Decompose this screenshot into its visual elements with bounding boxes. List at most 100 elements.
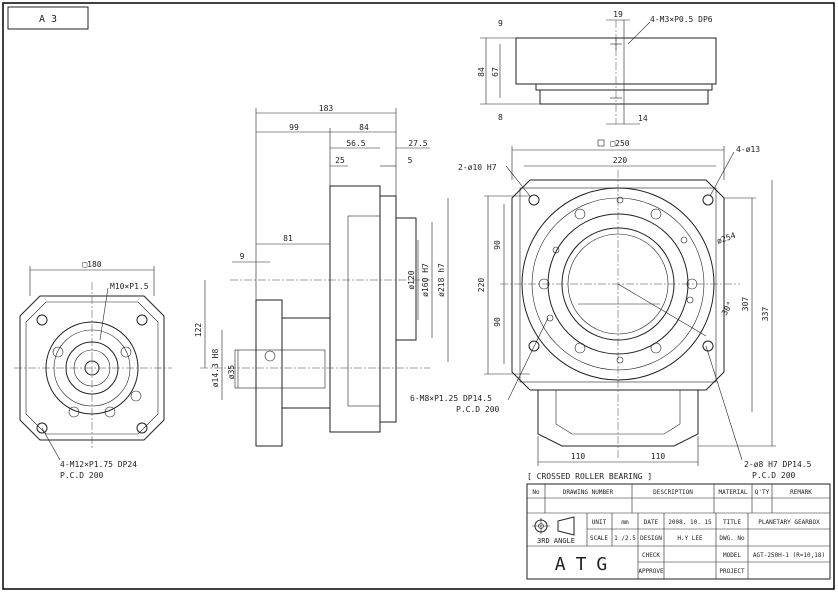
tb-unit-label: UNIT xyxy=(592,519,607,526)
plan-dim-110a: 110 xyxy=(571,452,586,461)
tb-design-label: DESIGN xyxy=(640,535,662,542)
side-dia-160: ø160 H7 xyxy=(421,263,430,297)
front-hole-tr xyxy=(136,314,148,326)
front-hole-tl xyxy=(36,314,48,326)
th-qty: Q'TY xyxy=(755,489,770,496)
top-dim-8: 8 xyxy=(498,113,503,122)
tb-unit-value: mm xyxy=(621,519,629,526)
tb-logo: ATG xyxy=(555,554,618,575)
side-dim-27-5: 27.5 xyxy=(408,139,427,148)
side-view: 183 99 84 56.5 27.5 25 5 81 9 122 ø35 ø1… xyxy=(194,104,449,447)
side-dim-122: 122 xyxy=(194,323,203,338)
tb-dwg-label: DWG. No xyxy=(719,535,745,542)
tb-scale-value: 1 /2.5 xyxy=(614,535,636,542)
tb-project-label: PROJECT xyxy=(719,568,745,575)
side-output-ring xyxy=(379,195,397,423)
side-flange xyxy=(255,299,283,447)
th-material: MATERIAL xyxy=(719,489,748,496)
side-housing xyxy=(329,185,381,433)
plan-tap-2 xyxy=(650,208,662,220)
angle-cone-icon xyxy=(557,516,575,536)
plan-dim-110b: 110 xyxy=(651,452,666,461)
top-dim-67: 67 xyxy=(491,67,500,77)
top-dim-9: 9 xyxy=(498,19,503,28)
side-body xyxy=(281,317,331,409)
side-dia-14-3: ø14.3 H8 xyxy=(211,349,220,388)
side-dim-25: 25 xyxy=(335,156,345,165)
side-housing-inner xyxy=(347,215,381,407)
front-tap-5 xyxy=(130,390,142,402)
plan-dim-307: 307 xyxy=(741,297,750,312)
side-dia-120: ø120 xyxy=(407,270,416,289)
front-pcd-label: P.C.D 200 xyxy=(60,471,104,480)
plan-holes-label: 4-ø13 xyxy=(736,145,760,154)
plan-dia-254: ø254 xyxy=(716,231,737,246)
plan-pins2-label: 2-ø8 H7 DP14.5 xyxy=(744,460,812,469)
tb-design-value: H.Y LEE xyxy=(677,535,703,542)
tb-check-label: CHECK xyxy=(642,552,660,559)
plan-taps-label: 6-M8×P1.25 DP14.5 xyxy=(410,394,492,403)
title-block: No DRAWING NUMBER DESCRIPTION MATERIAL Q… xyxy=(526,483,831,580)
plan-flange-outline xyxy=(511,179,725,391)
front-flange-outline xyxy=(19,295,165,441)
plan-square-dim: □250 xyxy=(610,139,629,148)
th-desc: DESCRIPTION xyxy=(653,489,693,496)
plan-hole-tl xyxy=(528,194,540,206)
front-hole-br xyxy=(136,422,148,434)
front-hole-bl xyxy=(36,422,48,434)
sheet-tag: A 3 xyxy=(39,14,57,25)
front-tap-3 xyxy=(68,406,80,418)
front-holes-label: 4-M12×P1.75 DP24 xyxy=(60,460,137,469)
plan-angle-30: 30° xyxy=(720,300,735,317)
top-view: 19 4-M3×P0.5 DP6 9 84 67 8 14 xyxy=(477,10,717,125)
front-tap-1 xyxy=(52,346,64,358)
th-no: No xyxy=(532,489,540,496)
tb-scale-label: SCALE xyxy=(590,535,608,542)
side-dim-56-5: 56.5 xyxy=(346,139,365,148)
plan-pins-label: 2-ø10 H7 xyxy=(458,163,497,172)
plan-pcd-label: P.C.D 200 xyxy=(456,405,500,414)
tb-model-label: MODEL xyxy=(723,552,741,559)
tb-date-value: 2008. 10. 15 xyxy=(668,519,712,526)
plan-dim-337: 337 xyxy=(761,307,770,322)
th-drawing: DRAWING NUMBER xyxy=(563,489,614,496)
side-dim-84: 84 xyxy=(359,123,369,132)
side-dim-5: 5 xyxy=(408,156,413,165)
plan-pcd2-label: P.C.D 200 xyxy=(752,471,796,480)
side-dim-183: 183 xyxy=(319,104,334,113)
side-shaft xyxy=(234,349,326,389)
front-tap-label: M10×P1.5 xyxy=(110,282,149,291)
plan-dim-220: 220 xyxy=(613,156,628,165)
tb-approve-label: APPROVE xyxy=(638,568,664,575)
tb-title-value: PLANETARY GEARBOX xyxy=(758,519,820,526)
plan-hole-tr xyxy=(702,194,714,206)
side-dia-218: ø218 h7 xyxy=(437,263,446,297)
plan-tap-6 xyxy=(650,342,662,354)
front-tap-4 xyxy=(104,406,116,418)
side-dim-81: 81 xyxy=(283,234,293,243)
tb-date-label: DATE xyxy=(644,519,659,526)
top-dim-19: 19 xyxy=(613,10,623,19)
top-dim-14: 14 xyxy=(638,114,648,123)
plan-tap-1 xyxy=(574,208,586,220)
plan-tap-5 xyxy=(574,342,586,354)
th-remark: REMARK xyxy=(790,489,812,496)
plan-hole-br xyxy=(702,340,714,352)
front-view: □180 M10×P1.5 4-M12×P1.75 DP24 P.C.D 200 xyxy=(14,260,172,480)
plan-dim-220v: 220 xyxy=(477,278,486,293)
side-dim-9: 9 xyxy=(240,252,245,261)
top-taps-label: 4-M3×P0.5 DP6 xyxy=(650,15,713,24)
front-square-dim: □180 xyxy=(82,260,101,269)
sheet-tag-box xyxy=(7,6,89,30)
tb-angle: 3RD ANGLE xyxy=(537,537,575,545)
bearing-note: [ CROSSED ROLLER BEARING ] xyxy=(527,472,652,481)
front-tap-2 xyxy=(120,346,132,358)
tb-title-label: TITLE xyxy=(723,519,741,526)
plan-view: □250 220 2-ø10 H7 4-ø13 ø254 90 90 220 3… xyxy=(410,139,812,480)
top-dim-84: 84 xyxy=(477,67,486,77)
tb-model-value: AGT-250H-1 (R=10,18) xyxy=(753,552,825,559)
side-output-flange xyxy=(395,217,417,341)
front-flange-inner xyxy=(25,301,159,435)
